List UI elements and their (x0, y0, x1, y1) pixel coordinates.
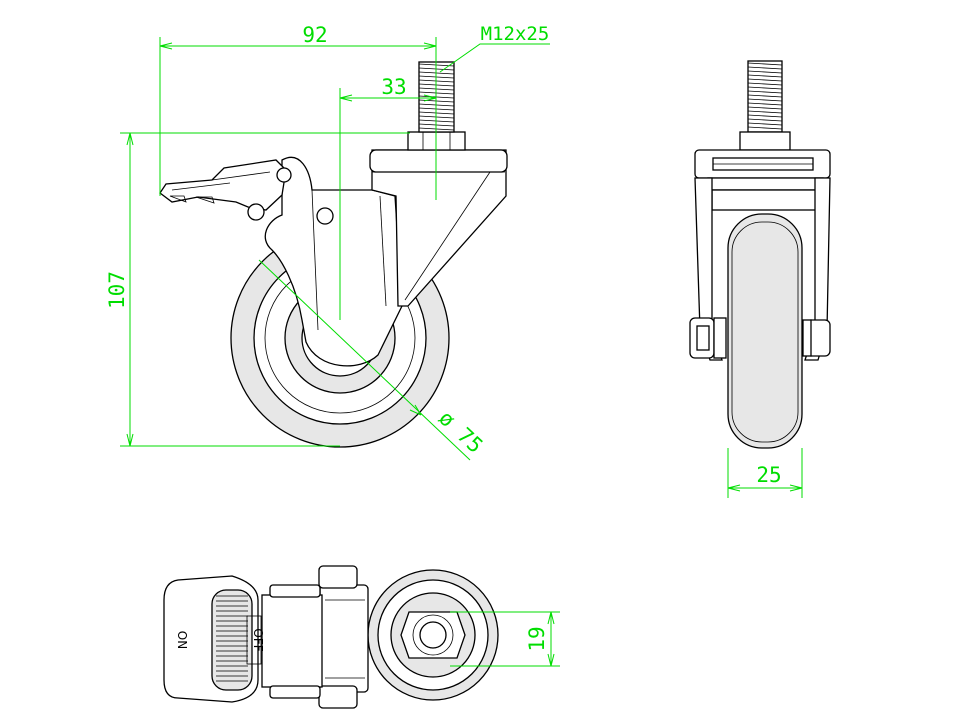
thread-hatch (747, 98, 783, 102)
thread-hatch (747, 122, 783, 126)
thread-hatch (747, 70, 783, 74)
thread-hatch (747, 74, 783, 78)
thread-hatch (747, 110, 783, 114)
thread-hatch (747, 90, 783, 94)
thread-hatch (747, 114, 783, 118)
dim-stem-offset: 33 (381, 75, 406, 99)
thread-hatch (747, 106, 783, 110)
front-view (689, 60, 831, 449)
thread-hatch (747, 102, 783, 106)
thread-hatch (747, 126, 783, 130)
thread-hatch (747, 86, 783, 90)
side-view (159, 61, 508, 448)
thread-hatch (747, 66, 783, 70)
dim-wheel-diameter: ø 75 (434, 406, 487, 458)
side-fork (264, 156, 403, 367)
thread-hatch (747, 82, 783, 86)
dim-width-overall: 92 (302, 23, 327, 47)
dim-hex-size: 19 (525, 626, 549, 651)
dim-line-diameter (258, 259, 471, 461)
top-fork-block (319, 584, 369, 693)
dim-thread-spec: M12x25 (481, 23, 550, 45)
brake-off-label: OFF (251, 628, 265, 651)
dimensions: 92 33 M12x25 107 ø 75 25 19 (105, 23, 803, 667)
dim-height-overall: 107 (105, 271, 129, 309)
thread-hatch (747, 94, 783, 98)
brake-on-label: ON (175, 631, 189, 649)
dim-wheel-width: 25 (756, 463, 781, 487)
thread-hatch (747, 78, 783, 82)
front-wheel (727, 213, 803, 449)
thread-hatch (747, 62, 783, 66)
side-brake-pedal (159, 159, 287, 211)
top-view: ON OFF (163, 565, 499, 709)
thread-hatch (747, 118, 783, 122)
